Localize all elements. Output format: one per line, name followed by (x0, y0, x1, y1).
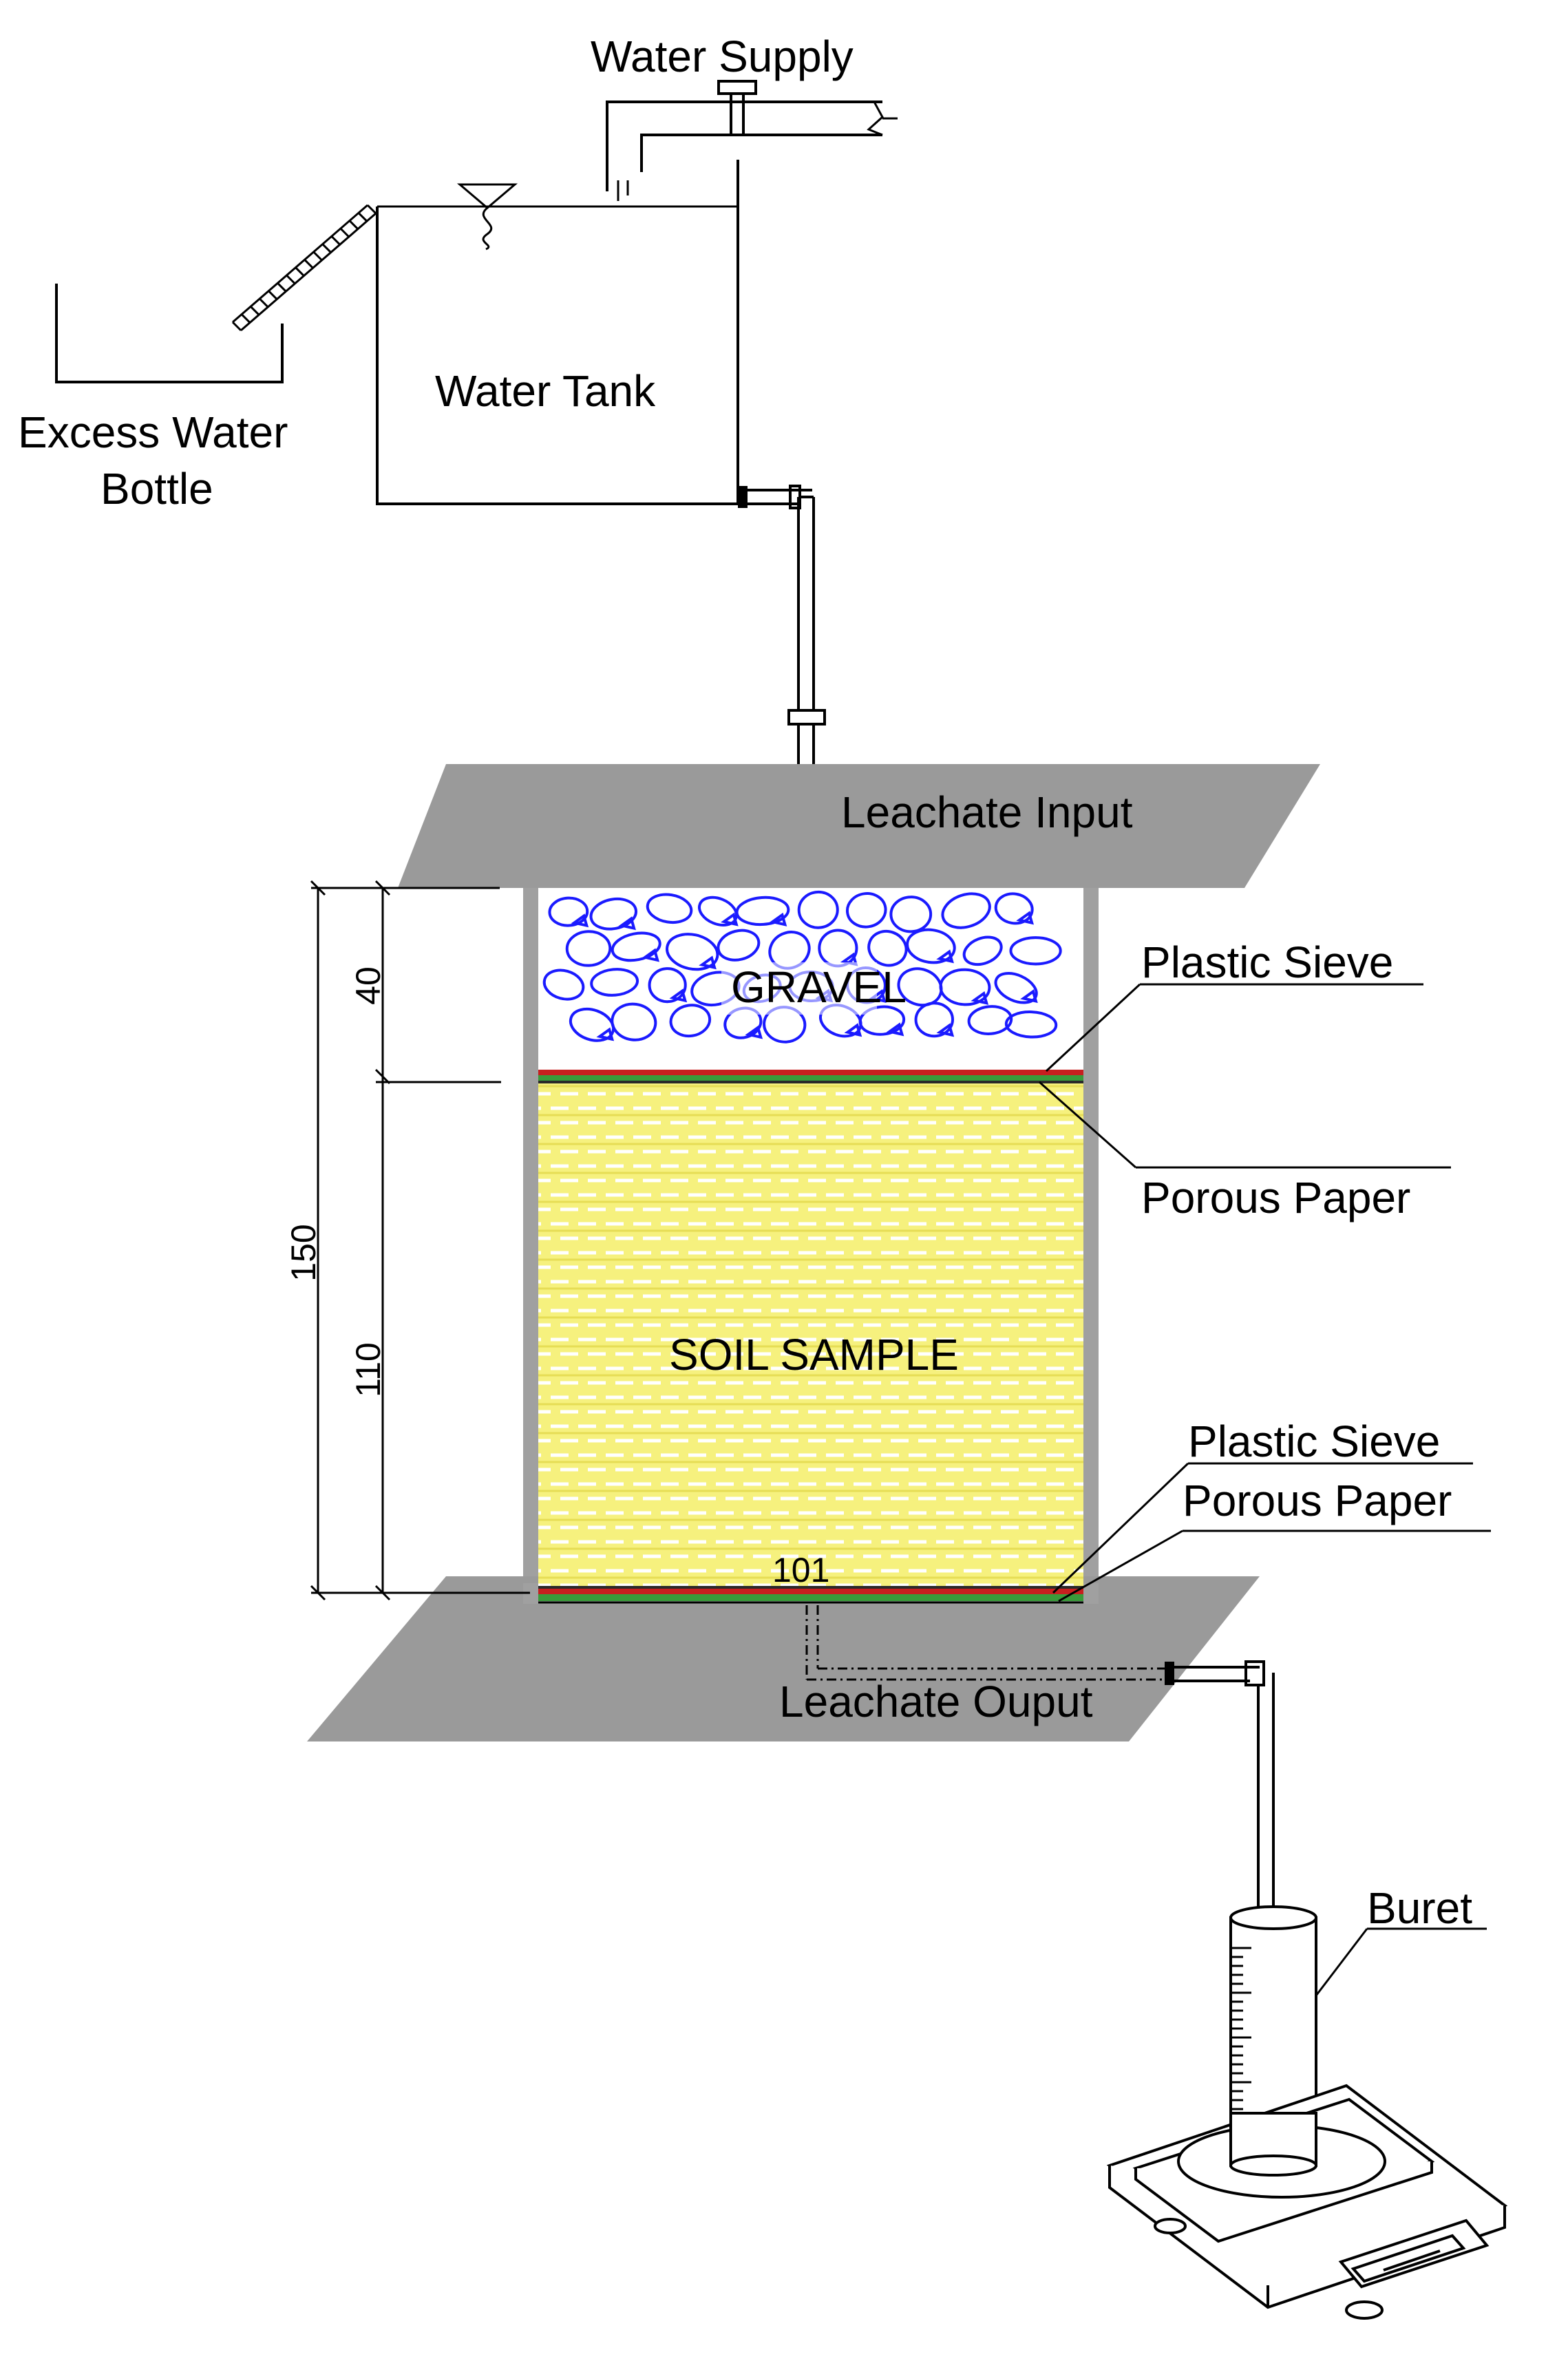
label-gravel: GRAVEL (731, 962, 907, 1012)
label-buret: Buret (1367, 1883, 1472, 1933)
label-excess-water-line1: Excess Water (18, 407, 288, 457)
label-leachate-output: Leachate Ouput (779, 1677, 1093, 1726)
label-soil-sample: SOIL SAMPLE (669, 1330, 959, 1379)
bottom-plate (307, 1576, 1260, 1741)
dim-total: 150 (284, 1224, 323, 1281)
dim-gravel: 40 (349, 966, 388, 1005)
water-supply-pipe (606, 100, 898, 201)
leader-lines (1039, 983, 1491, 2045)
plastic-sieve-top (538, 1070, 1083, 1075)
water-level-symbol (456, 183, 518, 251)
column-wall-right (1083, 888, 1099, 1597)
porous-paper-top (538, 1075, 1083, 1081)
water-tank (376, 160, 739, 505)
excess-water-bottle (55, 284, 284, 383)
supply-valve-icon (717, 80, 757, 135)
label-porous-paper-top: Porous Paper (1141, 1173, 1410, 1222)
label-plastic-sieve-bottom: Plastic Sieve (1188, 1417, 1440, 1466)
top-plate (398, 764, 1320, 888)
label-excess-water-line2: Bottle (100, 464, 213, 514)
column-wall-left (523, 888, 538, 1597)
dim-diameter: 101 (772, 1551, 829, 1589)
label-water-supply: Water Supply (591, 32, 854, 81)
label-leachate-input: Leachate Input (841, 787, 1133, 837)
soil-sample-layer (538, 1083, 1083, 1586)
dimension-lines (310, 880, 530, 1601)
label-porous-paper-bottom: Porous Paper (1183, 1476, 1452, 1525)
label-plastic-sieve-top: Plastic Sieve (1141, 938, 1393, 987)
dim-soil: 110 (349, 1342, 388, 1397)
label-water-tank: Water Tank (435, 366, 656, 416)
overflow-pipe (231, 204, 377, 332)
leachate-output-pipe (805, 1605, 1275, 1948)
gravel-stones (542, 890, 1062, 1044)
